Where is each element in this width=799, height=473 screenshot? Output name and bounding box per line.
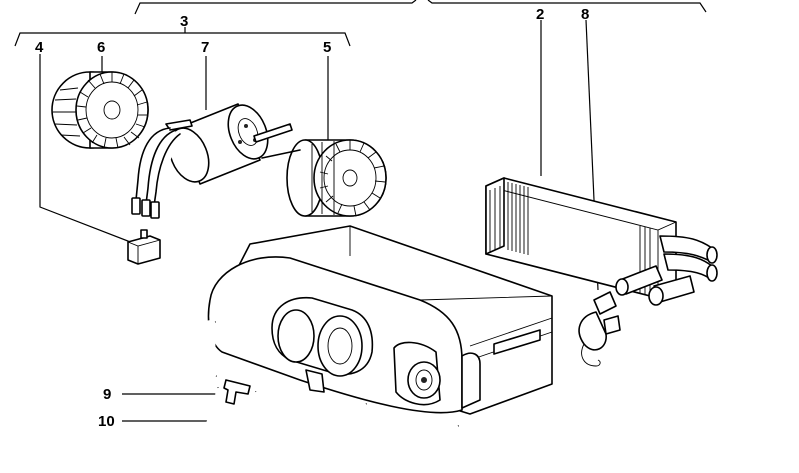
callout-5: 5 (323, 39, 331, 56)
blower-housing (207, 225, 553, 415)
drain-hoses (172, 319, 460, 469)
callout-10: 10 (98, 413, 115, 430)
series-resistor (127, 229, 161, 265)
blower-motor (165, 103, 293, 185)
callout-3: 3 (180, 13, 188, 30)
callout-6: 6 (97, 39, 105, 56)
callout-9: 9 (103, 386, 111, 403)
callout-7: 7 (201, 39, 209, 56)
expansion-valve (578, 291, 621, 367)
callout-2: 2 (536, 6, 544, 23)
blower-wheel-right (286, 139, 387, 217)
callout-4: 4 (35, 39, 44, 56)
motor-wiring (131, 127, 181, 219)
blower-wheel-left (51, 71, 149, 149)
evaporator-core (485, 177, 718, 306)
group-bracket-3 (14, 27, 351, 47)
group-bracket-top (134, 0, 707, 15)
callout-8: 8 (581, 6, 589, 23)
hose-t-connector (223, 379, 251, 405)
